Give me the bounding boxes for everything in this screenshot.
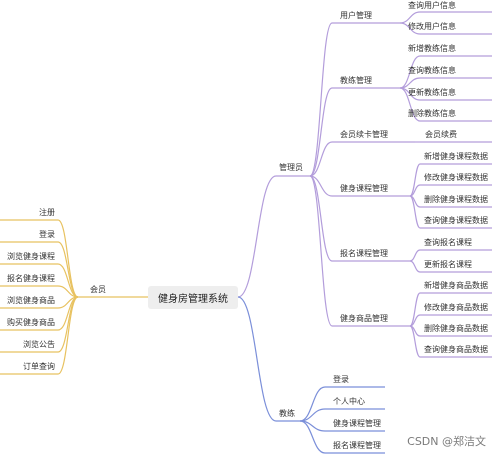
admin-node[interactable]: 管理员 (279, 163, 303, 172)
admin-item-renew[interactable]: 会员续费 (425, 130, 457, 139)
admin-item-query-product[interactable]: 查询健身商品数据 (424, 345, 488, 354)
admin-item-edit-user[interactable]: 修改用户信息 (408, 22, 456, 31)
member-item-login[interactable]: 登录 (39, 230, 55, 239)
root-node[interactable]: 健身房管理系统 (148, 286, 238, 309)
coach-item-course-mgmt[interactable]: 健身课程管理 (333, 419, 381, 428)
member-item-order-query[interactable]: 订单查询 (23, 362, 55, 371)
link-coach-0 (299, 386, 326, 422)
admin-item-update-enroll[interactable]: 更新报名课程 (424, 260, 472, 269)
admin-item-add-product[interactable]: 新增健身商品数据 (424, 281, 488, 290)
admin-item-delete-course[interactable]: 删除健身课程数据 (424, 195, 488, 204)
link-root-admin (237, 175, 277, 298)
link-member-2 (57, 263, 79, 298)
link-admin-group-4 (309, 175, 333, 262)
coach-node[interactable]: 教练 (279, 409, 295, 418)
link-admin-item-1-3 (399, 87, 421, 122)
admin-item-edit-product[interactable]: 修改健身商品数据 (424, 303, 488, 312)
admin-item-query-course[interactable]: 查询健身课程数据 (424, 216, 488, 225)
link-admin-item-4-0 (409, 249, 421, 262)
member-node[interactable]: 会员 (90, 285, 106, 294)
coach-item-enroll-mgmt[interactable]: 报名课程管理 (333, 441, 381, 450)
link-admin-group-3 (309, 175, 333, 197)
link-admin-item-0-1 (399, 22, 421, 35)
member-item-register[interactable]: 注册 (39, 208, 55, 217)
link-admin-item-4-1 (409, 260, 421, 273)
link-admin-group-2 (309, 141, 333, 177)
admin-item-add-course[interactable]: 新增健身课程数据 (424, 152, 488, 161)
member-item-browse-products[interactable]: 浏览健身商品 (7, 296, 55, 305)
link-admin-group-1 (309, 87, 333, 177)
admin-group-coach[interactable]: 教练管理 (340, 76, 372, 85)
link-coach-3 (299, 420, 326, 454)
link-admin-item-3-3 (409, 195, 421, 229)
admin-group-user[interactable]: 用户管理 (340, 11, 372, 20)
admin-group-product[interactable]: 健身商品管理 (340, 314, 388, 323)
admin-group-enroll[interactable]: 报名课程管理 (340, 249, 388, 258)
coach-item-profile[interactable]: 个人中心 (333, 397, 365, 406)
member-item-enroll-course[interactable]: 报名健身课程 (7, 274, 55, 283)
admin-item-delete-product[interactable]: 删除健身商品数据 (424, 324, 488, 333)
link-admin-item-5-3 (409, 325, 421, 358)
member-item-buy-products[interactable]: 购买健身商品 (7, 318, 55, 327)
admin-group-renewal[interactable]: 会员续卡管理 (340, 130, 388, 139)
link-admin-item-1-0 (399, 55, 421, 89)
admin-item-update-coach[interactable]: 更新教练信息 (408, 88, 456, 97)
link-admin-group-5 (309, 175, 333, 327)
admin-group-course[interactable]: 健身课程管理 (340, 184, 388, 193)
admin-item-query-enroll[interactable]: 查询报名课程 (424, 238, 472, 247)
member-item-browse-notice[interactable]: 浏览公告 (23, 340, 55, 349)
link-admin-group-0 (309, 22, 333, 177)
link-member-7 (57, 296, 79, 375)
link-member-1 (57, 241, 79, 298)
link-root-coach (237, 296, 277, 422)
link-member-6 (57, 296, 79, 353)
member-item-browse-courses[interactable]: 浏览健身课程 (7, 252, 55, 261)
admin-item-add-coach[interactable]: 新增教练信息 (408, 44, 456, 53)
admin-item-query-coach[interactable]: 查询教练信息 (408, 66, 456, 75)
watermark: CSDN @郑洁文 (407, 435, 486, 448)
admin-item-query-user[interactable]: 查询用户信息 (408, 1, 456, 10)
link-member-0 (57, 219, 79, 298)
admin-item-delete-coach[interactable]: 删除教练信息 (408, 109, 456, 118)
admin-item-edit-course[interactable]: 修改健身课程数据 (424, 173, 488, 182)
coach-item-login[interactable]: 登录 (333, 375, 349, 384)
